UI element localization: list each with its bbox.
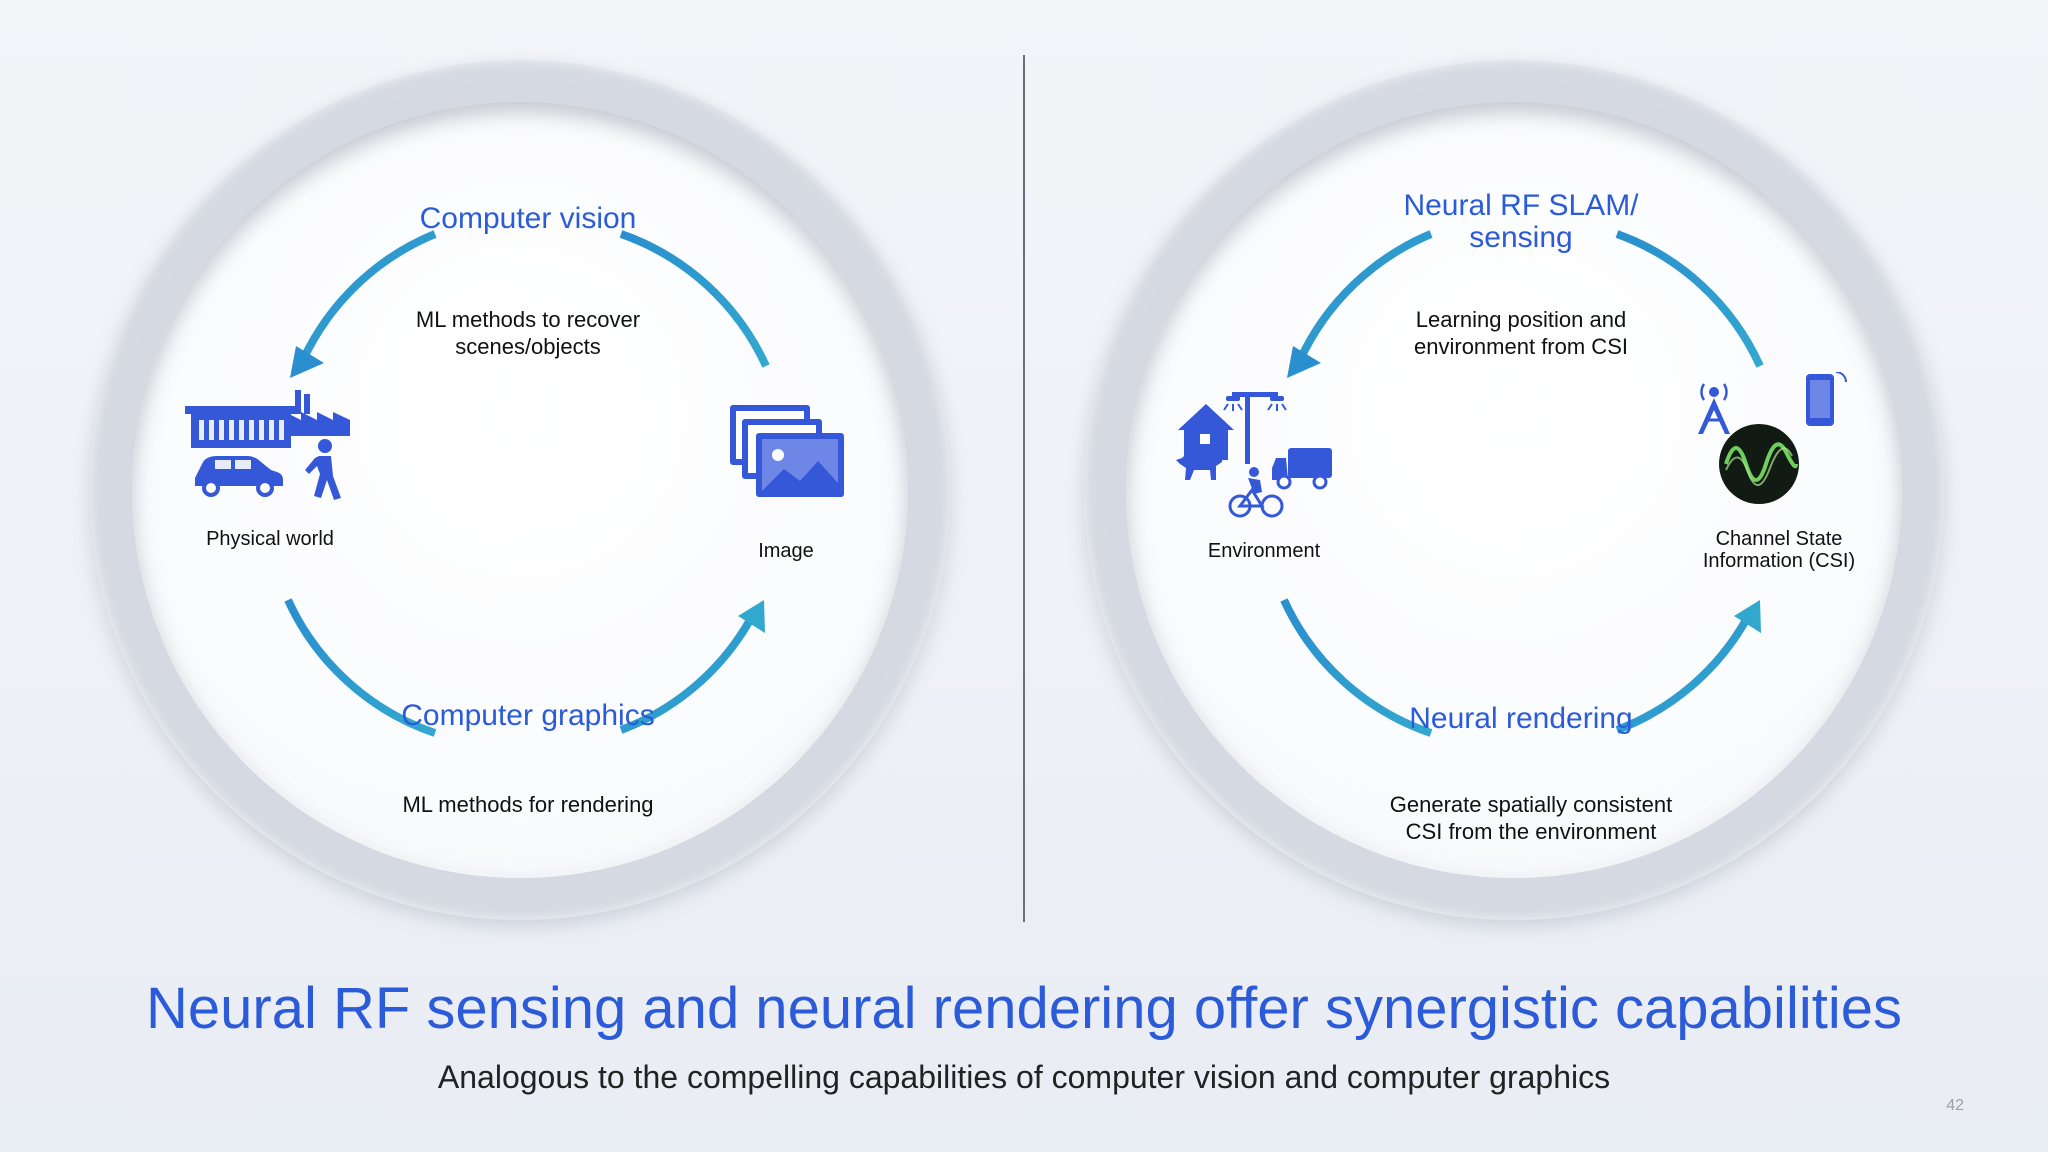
computer-vision-heading: Computer vision [419,202,637,235]
factory-icon [185,388,350,448]
arrow-top-right [1615,230,1764,368]
house-icon [1178,404,1234,460]
arrow-top-left [1296,230,1433,362]
csi-label: Channel State Information (CSI) [1702,528,1856,572]
cycle-arrows [1280,230,1764,737]
physical-world-label: Physical world [206,528,334,550]
smartphone-icon [1806,371,1847,426]
arrowhead-bottom-right [738,600,765,633]
arrow-top-left [299,230,437,362]
car-icon [195,456,283,497]
environment-label: Environment [1207,540,1321,562]
arrowhead-bottom-right [1734,600,1761,633]
computer-vision-graphics-cycle: Computer vision ML methods to recover sc… [90,60,970,940]
csi-icons [1684,371,1854,532]
environment-icons [1176,388,1356,538]
arrowhead-top-left [1287,346,1321,378]
image-stack-icon [728,403,848,503]
antenna-tower-icon [1698,383,1730,434]
computer-graphics-description: ML methods for rendering [402,792,654,817]
dog-icon [1176,452,1222,480]
neural-rf-rendering-cycle: Neural RF SLAM/ sensing Learning positio… [1084,60,1964,940]
cyclist-icon [1228,467,1284,518]
computer-graphics-heading: Computer graphics [401,699,655,732]
slide-subtitle: Analogous to the compelling capabilities… [437,1059,1611,1095]
neural-rendering-heading: Neural rendering [1409,702,1633,735]
neural-rendering-description: Generate spatially consistent CSI from t… [1389,792,1673,844]
page-number: 42 [1946,1097,1964,1114]
oscilloscope-waveform-icon [1719,424,1799,504]
arrow-bottom-left [284,598,437,737]
image-label: Image [758,540,814,562]
panel-divider [1023,55,1025,922]
arrow-bottom-right [1615,618,1750,734]
arrow-bottom-right [619,618,754,734]
street-light-icon [1223,392,1287,464]
neural-rf-slam-heading: Neural RF SLAM/ sensing [1403,189,1639,254]
arrow-bottom-left [1280,598,1433,737]
slide-title: Neural RF sensing and neural rendering o… [146,976,1902,1041]
physical-world-icons [185,388,355,520]
neural-rf-slam-description: Learning position and environment from C… [1414,307,1628,359]
arrow-top-right [619,230,770,368]
arrowhead-top-left [290,346,324,378]
truck-icon [1272,448,1332,490]
computer-vision-description: ML methods to recover scenes/objects [415,307,641,359]
pedestrian-icon [305,439,341,500]
cycle-arrows [284,230,770,737]
